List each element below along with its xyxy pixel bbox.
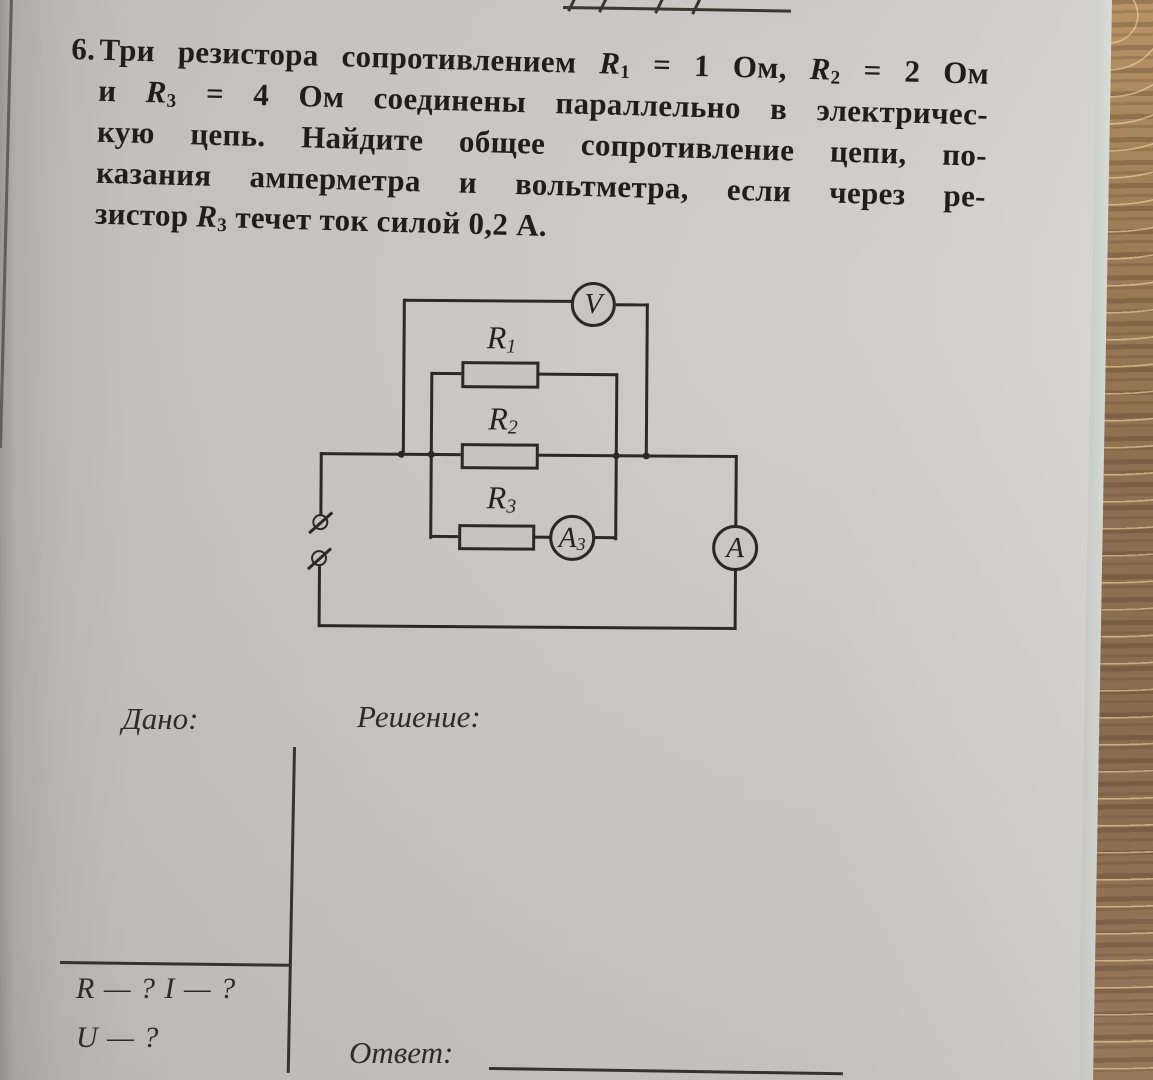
resistor-r1: [461, 361, 540, 389]
find-unknowns-line-2: U — ?: [76, 1021, 160, 1054]
resistor-r3: [458, 524, 536, 551]
junction-dot: [397, 450, 405, 458]
wire-bottom: [318, 624, 737, 631]
resistor-r1-label: R1: [486, 319, 517, 358]
answer-heading: Ответ:: [349, 1035, 454, 1070]
resistor-r3-label: R3: [486, 479, 517, 518]
ammeter-a3-symbol: A3: [549, 514, 596, 562]
wire-right-upper: [734, 455, 738, 527]
junction-dot: [427, 450, 435, 458]
voltmeter-symbol: V: [570, 281, 616, 328]
wire-r3-a3: [534, 535, 551, 539]
resistor-r2: [460, 443, 539, 470]
find-unknowns-line-1: R — ? I — ?: [76, 972, 237, 1005]
solution-heading: Решение:: [357, 699, 481, 734]
wire-right-lower: [733, 570, 737, 631]
wire-r3-left: [430, 534, 460, 539]
junction-dot: [612, 452, 620, 460]
junction-dot: [642, 452, 650, 460]
wire-a3-right: [594, 536, 617, 540]
wire-r1-right: [538, 372, 618, 377]
wire-r1-left: [431, 371, 463, 376]
given-heading: Дано:: [122, 701, 199, 736]
problem-number: 6.: [70, 30, 96, 67]
voltmeter-label: V: [584, 287, 603, 321]
wire-left-lower: [317, 566, 322, 628]
wire-left-upper: [319, 452, 323, 516]
ammeter-a3-label: A3: [558, 521, 586, 555]
circuit-diagram: V R1 R2 R3 A3 A: [298, 280, 762, 635]
ammeter-main-label: A: [726, 531, 745, 564]
wire-top-right: [615, 303, 649, 307]
wire-left-voltmeter: [401, 298, 406, 456]
problem-text: 6. Три резистора сопротивлением R1 = 1 О…: [66, 28, 990, 258]
wire-top-left: [403, 298, 572, 303]
wire-right-voltmeter: [644, 303, 649, 458]
resistor-r2-label: R2: [488, 400, 518, 439]
ammeter-main-symbol: A: [711, 524, 759, 572]
